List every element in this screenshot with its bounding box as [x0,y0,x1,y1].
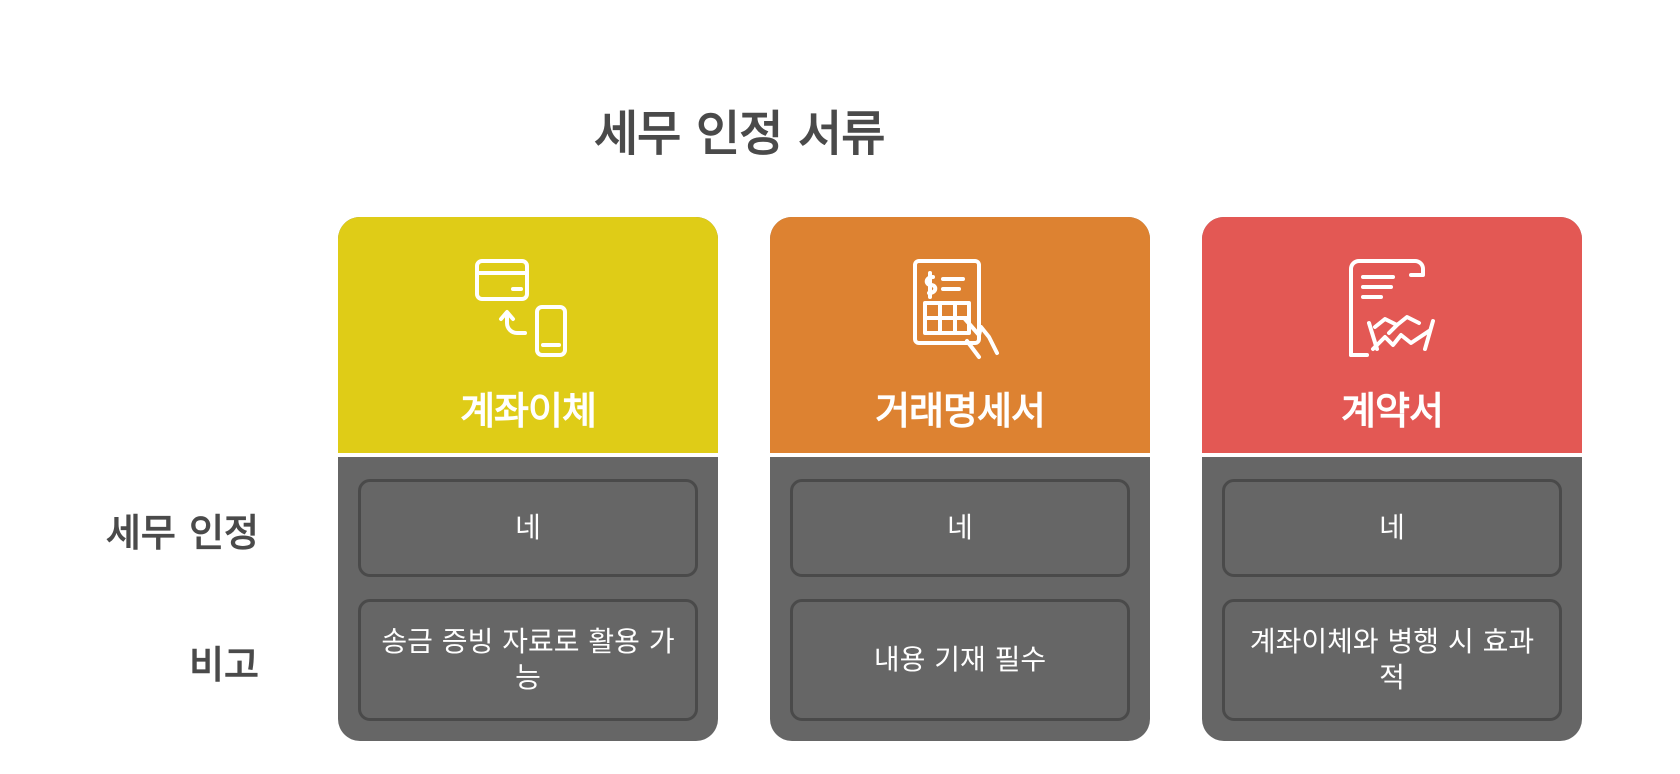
column-title: 거래명세서 [875,389,1046,433]
column-card-transaction-statement: 거래명세서 네 내용 기재 필수 [770,217,1150,741]
cell-text: 네 [947,511,973,544]
cell-note: 내용 기재 필수 [790,599,1130,721]
column-title: 계약서 [1341,389,1444,433]
cell-text: 계좌이체와 병행 시 효과적 [1249,625,1535,694]
cell-note: 송금 증빙 자료로 활용 가능 [358,599,698,721]
diagram-title: 세무 인정 서류 [594,106,885,162]
cell-text: 송금 증빙 자료로 활용 가능 [381,625,675,694]
column-header: 거래명세서 [770,217,1150,453]
row-label-recognition: 세무 인정 [105,511,259,555]
column-header: 계좌이체 [338,217,718,453]
contract-handshake-icon [1349,259,1435,357]
row-label-note: 비고 [189,643,259,687]
column-card-account-transfer: 계좌이체 네 송금 증빙 자료로 활용 가능 [338,217,718,741]
cell-note: 계좌이체와 병행 시 효과적 [1222,599,1562,721]
cell-text: 네 [515,511,541,544]
column-header: 계약서 [1202,217,1582,453]
cell-text: 네 [1379,511,1405,544]
invoice-hand-icon [913,259,999,359]
cell-recognition: 네 [358,479,698,577]
cell-recognition: 네 [1222,479,1562,577]
card-transfer-icon [475,259,567,357]
divider [770,453,1150,457]
column-card-contract: 계약서 네 계좌이체와 병행 시 효과적 [1202,217,1582,741]
divider [338,453,718,457]
column-title: 계좌이체 [460,389,597,433]
cell-recognition: 네 [790,479,1130,577]
divider [1202,453,1582,457]
cell-text: 내용 기재 필수 [873,643,1047,676]
